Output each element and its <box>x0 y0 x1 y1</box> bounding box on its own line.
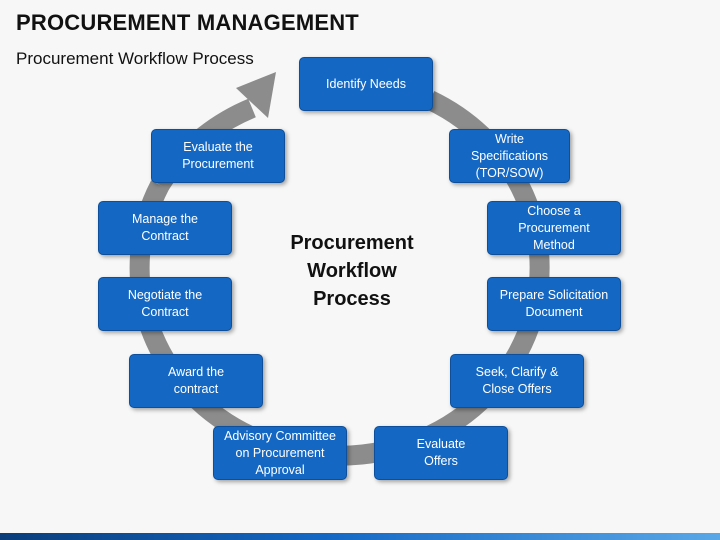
step-negotiate-contract[interactable]: Negotiate the Contract <box>98 277 232 331</box>
step-evaluate-offers[interactable]: Evaluate Offers <box>374 426 508 480</box>
step-advisory-committee-approval[interactable]: Advisory Committee on Procurement Approv… <box>213 426 347 480</box>
page-subtitle: Procurement Workflow Process <box>16 49 254 68</box>
step-write-specifications[interactable]: Write Specifications (TOR/SOW) <box>449 129 570 183</box>
step-award-contract[interactable]: Award the contract <box>129 354 263 408</box>
step-manage-contract[interactable]: Manage the Contract <box>98 201 232 255</box>
step-identify-needs[interactable]: Identify Needs <box>299 57 433 111</box>
page-title: PROCUREMENT MANAGEMENT <box>16 10 359 35</box>
cycle-arrowhead-icon <box>236 72 276 118</box>
step-evaluate-procurement[interactable]: Evaluate the Procurement <box>151 129 285 183</box>
center-label: Procurement Workflow Process <box>290 232 414 310</box>
step-prepare-solicitation-document[interactable]: Prepare Solicitation Document <box>487 277 621 331</box>
step-choose-procurement-method[interactable]: Choose a Procurement Method <box>487 201 621 255</box>
step-seek-clarify-close-offers[interactable]: Seek, Clarify & Close Offers <box>450 354 584 408</box>
footer-accent-bar <box>0 533 720 540</box>
